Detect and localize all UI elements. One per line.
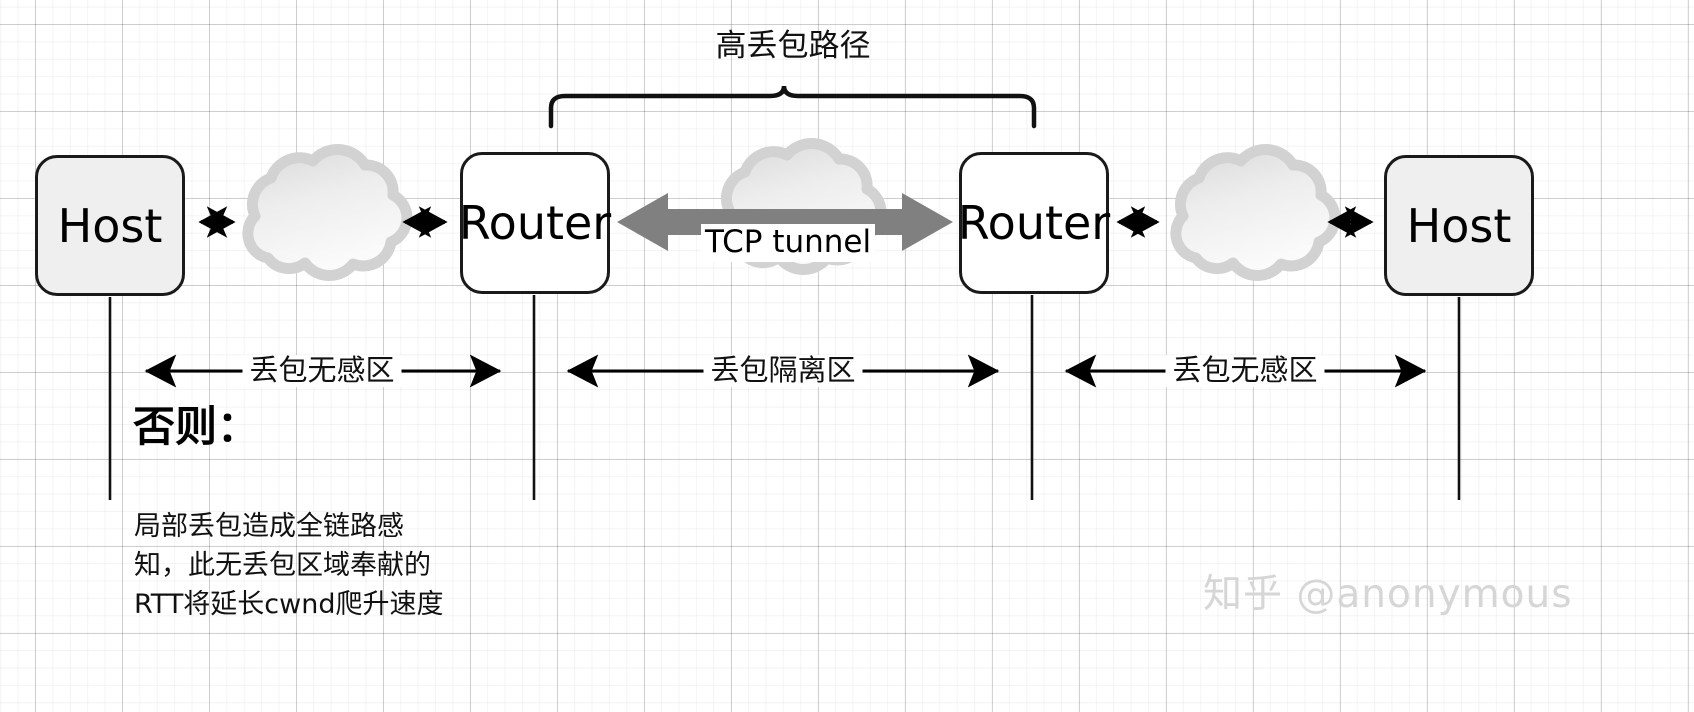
node-host-right-label: Host: [1406, 198, 1512, 253]
zone-label-middle: 丢包隔离区: [703, 354, 863, 387]
node-host-left-label: Host: [57, 198, 163, 253]
high-loss-path-title: 高丢包路径: [715, 28, 871, 64]
tcp-tunnel-label: TCP tunnel: [701, 224, 876, 262]
cloud-left-icon: [242, 144, 413, 281]
note-heading: 否则：: [133, 402, 260, 451]
zhihu-watermark: 知乎 @anonymous: [1203, 572, 1573, 617]
note-line-3: RTT将延长cwnd爬升速度: [134, 589, 444, 620]
node-host-left[interactable]: Host: [35, 155, 185, 296]
cloud-right-icon: [1170, 144, 1341, 281]
node-router-left[interactable]: Router: [458, 152, 612, 294]
node-host-right[interactable]: Host: [1384, 155, 1534, 296]
note-line-1: 局部丢包造成全链路感: [134, 511, 404, 542]
dimension-extension-lines: [108, 295, 1461, 500]
node-router-right[interactable]: Router: [957, 152, 1111, 294]
high-loss-path-brace: [548, 85, 1037, 129]
node-router-right-label: Router: [957, 196, 1111, 250]
note-line-2: 知，此无丢包区域奉献的: [134, 550, 431, 581]
zone-label-right: 丢包无感区: [1165, 354, 1325, 387]
node-router-left-label: Router: [458, 196, 612, 250]
zone-label-left: 丢包无感区: [242, 354, 402, 387]
